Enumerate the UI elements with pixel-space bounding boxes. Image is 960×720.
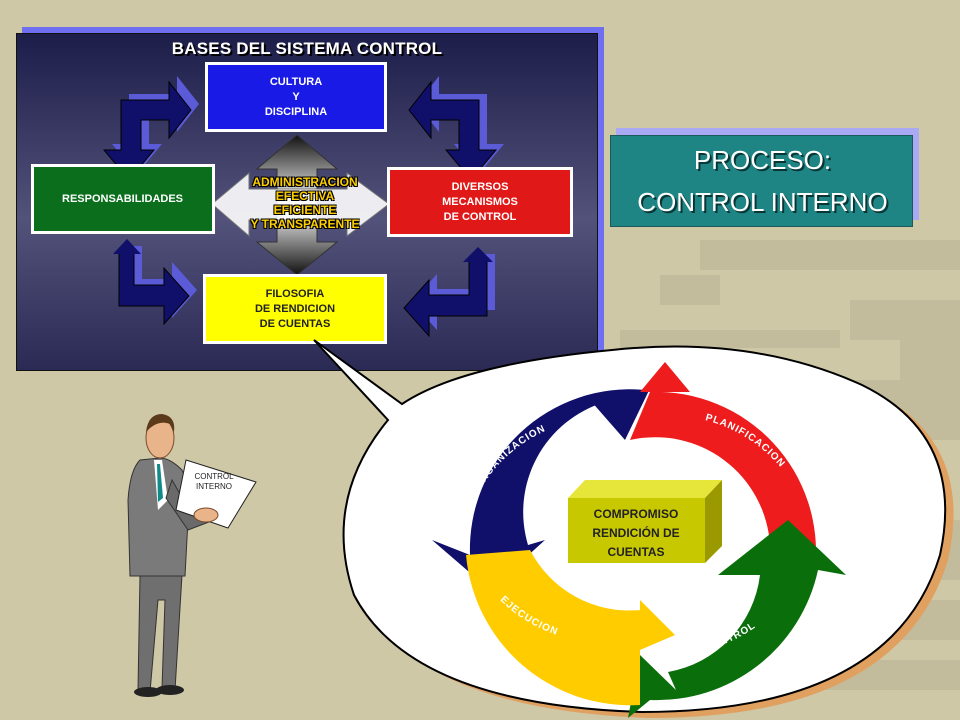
center-line4: Y TRANSPARENTE [250,217,360,231]
cycle-arc-organizacion [432,378,655,590]
box-filosofia-line3: DE CUENTAS [259,317,331,330]
bent-arrow-bottom-left [113,239,197,326]
bent-arrow-top-right [408,76,504,181]
box-responsabilidades-label: RESPONSABILIDADES [62,192,184,205]
businessman-figure [127,414,257,697]
cycle-ring [432,362,846,718]
box-cultura: CULTURA Y DISCIPLINA [205,62,387,132]
document-line2: INTERNO [196,482,232,491]
proceso-panel: PROCESO: CONTROL INTERNO [610,135,913,227]
box-filosofia: FILOSOFIA DE RENDICION DE CUENTAS [203,274,387,344]
box-mecanismos-line1: DIVERSOS [451,180,509,193]
center-line2: EFECTIVA [275,189,335,203]
cycle-arc-ejecucion [466,550,675,706]
center-line3: EFICIENTE [273,203,337,217]
cube-label: COMPROMISO RENDICIÓN DE CUENTAS [568,505,704,562]
document-line1: CONTROL [194,472,234,481]
cycle-arc-control [628,520,846,718]
bent-arrow-top-left [102,76,199,181]
cube-line3: CUENTAS [607,545,665,559]
cube-line1: COMPROMISO [593,507,679,521]
proceso-box: PROCESO: CONTROL INTERNO [610,128,919,227]
document-text: CONTROL INTERNO [188,472,240,492]
cube-line2: RENDICIÓN DE [592,526,680,540]
center-line1: ADMINISTRACION [252,175,358,189]
center-text: ADMINISTRACION EFECTIVA EFICIENTE Y TRAN… [245,175,365,231]
box-mecanismos: DIVERSOS MECANISMOS DE CONTROL [387,167,573,237]
box-cultura-line3: DISCIPLINA [264,105,328,118]
box-mecanismos-line2: MECANISMOS [442,195,518,208]
bent-arrow-bottom-right [403,247,495,338]
box-filosofia-line1: FILOSOFIA [265,287,325,300]
box-cultura-line2: Y [292,90,300,103]
proceso-line2: CONTROL INTERNO [637,187,888,217]
cycle-arc-planificacion [630,391,817,570]
box-filosofia-line2: DE RENDICION [254,302,336,315]
panel-title: BASES DEL SISTEMA CONTROL [171,39,443,58]
bases-panel: BASES DEL SISTEMA CONTROL [16,33,598,371]
compromiso-cube [568,480,722,563]
box-mecanismos-line3: DE CONTROL [443,210,517,223]
proceso-line1: PROCESO: [693,145,832,175]
panel-arrows [102,76,504,338]
arrow-head-red [640,362,690,392]
box-responsabilidades: RESPONSABILIDADES [31,164,215,234]
box-cultura-line1: CULTURA [269,75,323,88]
